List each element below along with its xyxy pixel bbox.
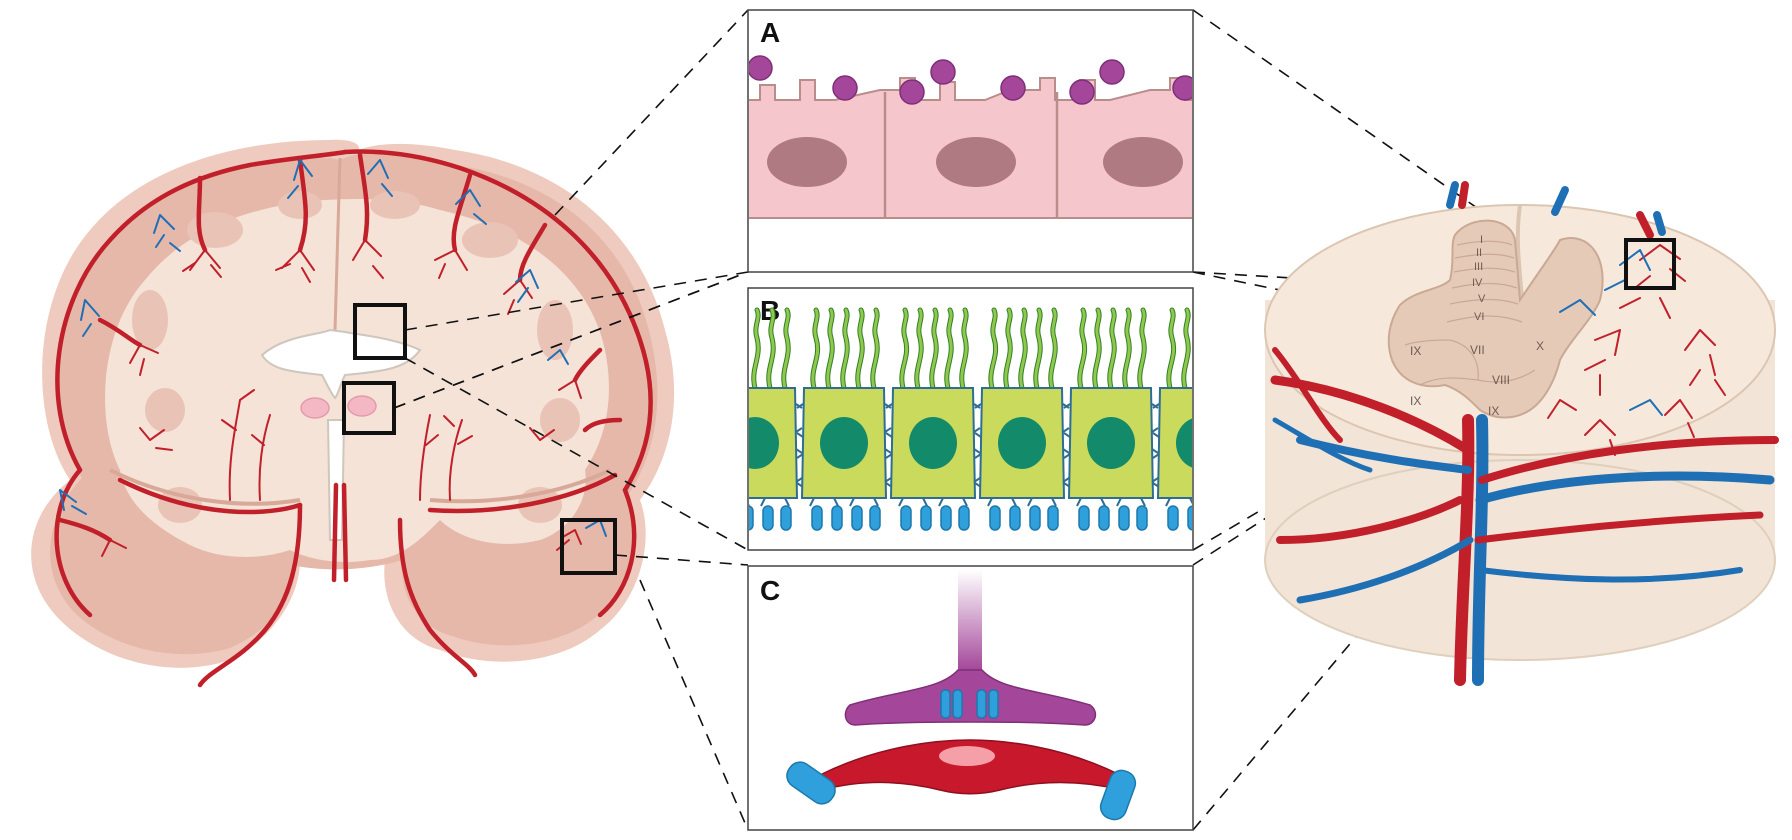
panel-a-label: A (760, 17, 780, 48)
panel-a: A (747, 9, 1194, 273)
cerebral-arteries (54, 149, 653, 688)
process (958, 570, 982, 670)
lamina-label: VIII (1492, 373, 1510, 387)
lamina-label: II (1476, 247, 1482, 259)
nucleus (767, 137, 847, 187)
nucleus (1103, 137, 1183, 187)
nerve-roots (1446, 181, 1666, 239)
lamina-label: IX (1410, 394, 1421, 408)
channels (940, 689, 999, 719)
lamina-boundaries (1404, 240, 1536, 386)
ependymal-cells (749, 55, 1192, 219)
brain-coronal-section (31, 139, 675, 688)
lamina-label: VI (1474, 311, 1484, 323)
lamina-label: IX (1410, 344, 1421, 358)
zoom-box-cord-vessel (1624, 238, 1676, 290)
cord-venule-trees (1559, 249, 1663, 416)
zoom-box-ventricle-wall (353, 303, 407, 360)
lamina-label: III (1474, 261, 1483, 273)
pericyte-right (1099, 769, 1137, 821)
choroid-plexus (300, 395, 377, 419)
nucleus (936, 137, 1016, 187)
lamina-labels: I II III IV V VI VII VIII IX IX IX X (1410, 234, 1544, 418)
cord-arteriole-trees (1547, 244, 1726, 456)
endothelial-nucleus (939, 746, 995, 766)
endothelial-cell (819, 739, 1123, 795)
zoom-box-cortical-vessel (560, 518, 617, 575)
panel-c-label: C (760, 575, 780, 606)
lateral-ventricle (260, 328, 422, 400)
pericyte-left (786, 761, 836, 805)
panel-b: B (747, 287, 1194, 551)
astrocyte-end-foot (844, 669, 1097, 726)
lamina-label: VII (1470, 343, 1485, 357)
lamina-label: I (1480, 234, 1483, 246)
lamina-label: IV (1472, 277, 1483, 289)
lamina-label: IX (1488, 404, 1499, 418)
lamina-label: V (1478, 293, 1486, 305)
panel-c: C (747, 565, 1194, 831)
neurovascular-unit (786, 570, 1137, 821)
cord-surface-vessels (1270, 347, 1779, 686)
third-ventricle (326, 419, 346, 541)
grey-matter (1387, 219, 1604, 419)
apical-blebs (749, 55, 1192, 105)
spinal-cord: I II III IV V VI VII VIII IX IX IX X (1264, 181, 1779, 686)
lamina-label: X (1536, 339, 1544, 353)
